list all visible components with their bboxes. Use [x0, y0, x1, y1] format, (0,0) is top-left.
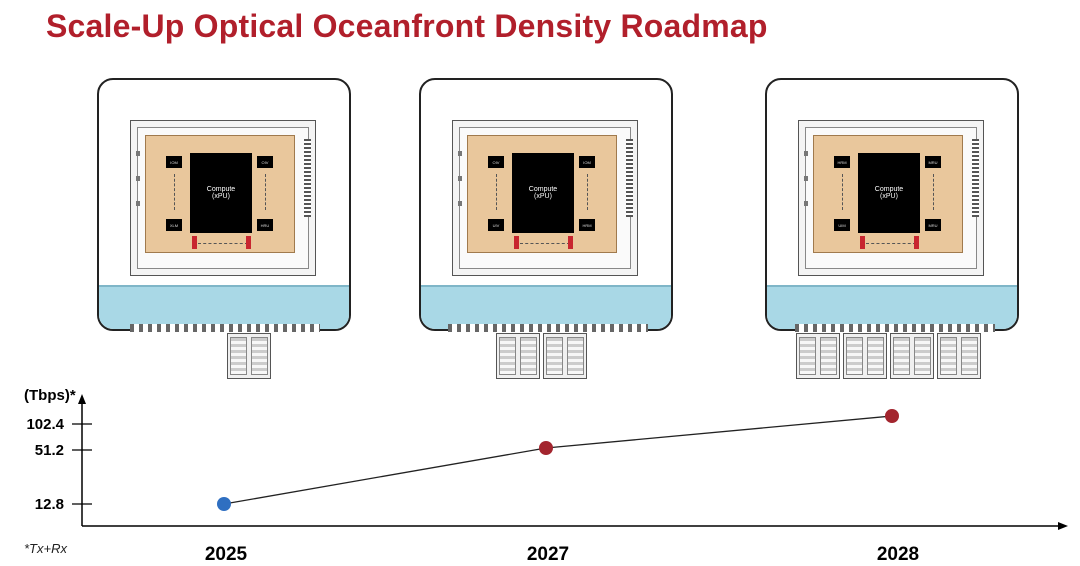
memory-chip: HRU	[257, 219, 273, 231]
data-point	[885, 409, 899, 423]
page-title: Scale-Up Optical Oceanfront Density Road…	[46, 8, 768, 44]
substrate: Compute (xPU) HRM MRU UIM MRU	[798, 120, 984, 276]
memory-chip: OIV	[257, 156, 273, 168]
y-axis-label: (Tbps)*	[24, 387, 76, 404]
package-2028: Compute (xPU) HRM MRU UIM MRU	[765, 78, 1019, 331]
y-tick-label: 12.8	[35, 496, 64, 513]
optical-engine-band	[767, 285, 1017, 329]
interposer: Compute (xPU) OIV IOM UIV HRM	[467, 135, 617, 253]
footnote: *Tx+Rx	[24, 541, 67, 556]
x-tick-label: 2028	[877, 544, 919, 565]
series-line	[223, 415, 893, 505]
optical-engine-band	[99, 285, 349, 329]
memory-chip: IOM	[579, 156, 595, 168]
package-2025: Compute (xPU) IOM OIV XLM HRU	[97, 78, 351, 331]
data-point	[217, 497, 231, 511]
y-tick-label: 102.4	[26, 416, 64, 433]
y-axis-arrow	[78, 394, 86, 404]
optical-modules-2028	[796, 333, 981, 379]
memory-chip: MRU	[925, 219, 941, 231]
substrate: Compute (xPU) IOM OIV XLM HRU	[130, 120, 316, 276]
compute-die: Compute (xPU)	[858, 153, 920, 233]
optical-modules-2025	[227, 333, 271, 379]
x-tick-label: 2027	[527, 544, 569, 565]
substrate: Compute (xPU) OIV IOM UIV HRM	[452, 120, 638, 276]
compute-die: Compute (xPU)	[512, 153, 574, 233]
interposer: Compute (xPU) IOM OIV XLM HRU	[145, 135, 295, 253]
memory-chip: IOM	[166, 156, 182, 168]
x-axis-arrow	[1058, 522, 1068, 530]
memory-chip: UIM	[834, 219, 850, 231]
memory-chip: MRU	[925, 156, 941, 168]
compute-die: Compute (xPU)	[190, 153, 252, 233]
memory-chip: OIV	[488, 156, 504, 168]
x-tick-label: 2025	[205, 544, 248, 565]
data-point	[539, 441, 553, 455]
package-2027: Compute (xPU) OIV IOM UIV HRM	[419, 78, 673, 331]
y-tick-label: 51.2	[35, 442, 64, 459]
memory-chip: HRM	[579, 219, 595, 231]
memory-chip: UIV	[488, 219, 504, 231]
optical-engine-band	[421, 285, 671, 329]
memory-chip: XLM	[166, 219, 182, 231]
interposer: Compute (xPU) HRM MRU UIM MRU	[813, 135, 963, 253]
optical-modules-2027	[496, 333, 587, 379]
memory-chip: HRM	[834, 156, 850, 168]
bandwidth-chart: (Tbps)* 12.8 51.2 102.4 2025 2027 2028	[24, 387, 1068, 565]
